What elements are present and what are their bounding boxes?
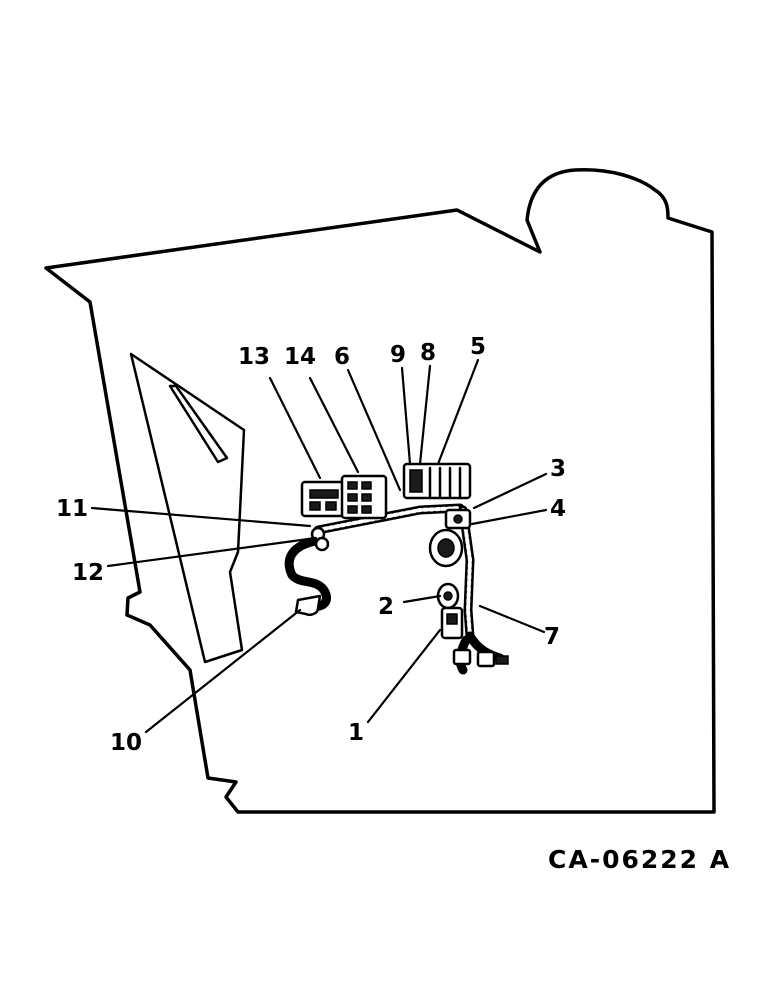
component-plugs [452,648,509,668]
component-fuse-block [402,462,472,500]
component-13-panel [300,480,348,518]
leader-5 [436,358,480,466]
leader-1 [366,628,442,724]
leader-3 [472,472,548,510]
callout-1: 1 [348,720,364,746]
callout-9: 9 [390,342,406,368]
callout-12: 12 [72,560,104,586]
figure-id: CA-06222 A [548,845,731,874]
component-connector-large [428,528,464,568]
callout-2: 2 [378,594,394,620]
component-1-connector [440,606,464,640]
leader-6 [346,368,402,492]
leader-2 [402,594,442,604]
leader-10 [144,608,302,734]
leader-14 [308,376,360,474]
callout-7: 7 [544,624,560,650]
component-14-switch-panel [340,474,388,520]
leader-12 [106,536,318,568]
leader-13 [268,376,322,480]
callout-10: 10 [110,730,142,756]
component-grommets [310,526,330,552]
leader-11 [90,506,312,528]
leader-lines [90,358,548,734]
leader-7 [478,604,546,634]
component-10-socket [294,594,322,616]
callout-11: 11 [56,496,88,522]
callout-5: 5 [470,334,486,360]
component-relay [444,508,472,530]
leader-9 [400,366,412,466]
callout-3: 3 [550,456,566,482]
callout-13: 13 [238,344,270,370]
callout-8: 8 [420,340,436,366]
callout-6: 6 [334,344,350,370]
callout-labels: 1 2 3 4 5 6 7 8 9 10 11 12 13 14 [56,334,566,756]
callout-4: 4 [550,496,566,522]
cab-outline [44,168,716,814]
leader-8 [418,364,432,466]
callout-14: 14 [284,344,316,370]
leader-4 [470,508,548,526]
